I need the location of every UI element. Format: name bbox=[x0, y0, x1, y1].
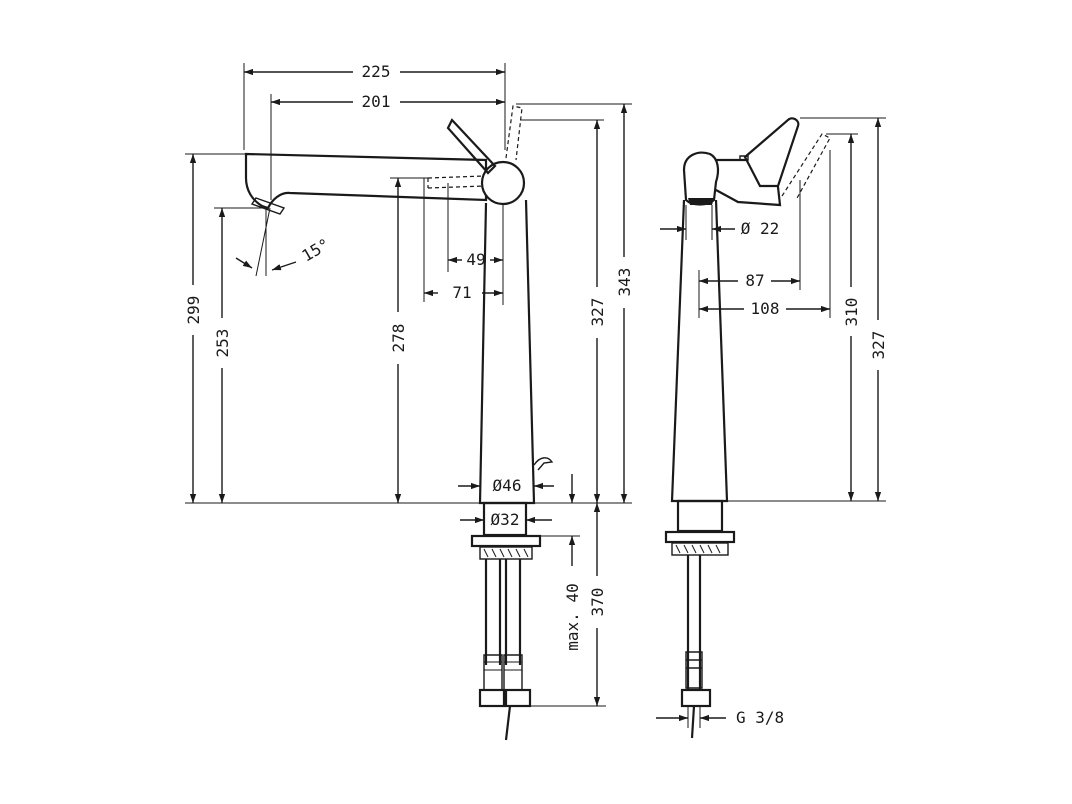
side-mount-thread bbox=[676, 499, 724, 533]
lever-alt-position bbox=[505, 105, 523, 161]
dim-327-front: 327 bbox=[588, 298, 607, 327]
dim-327-side: 327 bbox=[869, 331, 888, 360]
dim-201: 201 bbox=[362, 92, 391, 111]
dim-diameter-32: Ø32 bbox=[491, 510, 520, 529]
spout-outline bbox=[244, 152, 488, 210]
pop-up-rod bbox=[504, 705, 512, 741]
mount-nut bbox=[479, 546, 533, 560]
front-view bbox=[244, 105, 554, 741]
supply-hose-right bbox=[504, 559, 522, 665]
side-lever bbox=[743, 117, 800, 188]
side-supply-hose bbox=[686, 555, 702, 690]
front-dimensions: 225 201 15° 49 71 299 253 bbox=[184, 62, 634, 707]
dim-max-40: max. 40 bbox=[563, 583, 582, 650]
lever-joint bbox=[480, 160, 526, 206]
side-aerator bbox=[688, 198, 714, 205]
lever-handle bbox=[446, 118, 497, 175]
hose-nut-left bbox=[478, 688, 506, 708]
dim-370: 370 bbox=[588, 588, 607, 617]
hose-ferrule-detail bbox=[484, 661, 522, 671]
dim-diameter-22: Ø 22 bbox=[741, 219, 780, 238]
side-dimensions: Ø 22 87 108 310 327 G 3/8 bbox=[656, 117, 888, 728]
dim-71: 71 bbox=[452, 283, 471, 302]
dim-87: 87 bbox=[745, 271, 764, 290]
dim-thread-g38: G 3/8 bbox=[736, 708, 784, 727]
hose-nut-right bbox=[504, 688, 532, 708]
side-lever-alt bbox=[781, 133, 831, 201]
hose-ferrules bbox=[483, 654, 523, 691]
dim-diameter-46: Ø46 bbox=[493, 476, 522, 495]
side-view bbox=[664, 117, 831, 739]
pop-up-lever bbox=[533, 457, 554, 471]
spout-alt-position bbox=[427, 175, 485, 189]
side-spout-head bbox=[682, 151, 720, 206]
spout-aerator bbox=[250, 197, 286, 215]
dim-49: 49 bbox=[466, 250, 485, 269]
mount-washer bbox=[470, 534, 542, 548]
nut-hatch bbox=[483, 548, 529, 558]
dim-15-degree: 15° bbox=[299, 235, 334, 266]
dim-310: 310 bbox=[842, 298, 861, 327]
dim-299: 299 bbox=[184, 296, 203, 325]
side-hose-nut bbox=[680, 688, 712, 708]
dim-108: 108 bbox=[751, 299, 780, 318]
dim-253: 253 bbox=[213, 329, 232, 358]
dim-225: 225 bbox=[362, 62, 391, 81]
side-faucet-body bbox=[670, 199, 729, 503]
side-mount-washer bbox=[664, 530, 736, 544]
faucet-body bbox=[478, 199, 536, 505]
supply-hose-left bbox=[484, 559, 502, 665]
dim-343: 343 bbox=[615, 268, 634, 297]
dim-278: 278 bbox=[389, 324, 408, 353]
